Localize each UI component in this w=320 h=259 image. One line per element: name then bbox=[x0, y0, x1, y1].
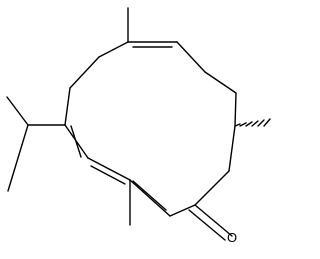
ring-bond-c9-c10 bbox=[87, 157, 131, 181]
stereo-hashed-methyl-bond bbox=[234, 118, 271, 127]
ring-bond-c2-c3 bbox=[176, 41, 206, 73]
isopropyl-bond-upper bbox=[6, 96, 29, 126]
ring-bond-c11-c12 bbox=[64, 87, 71, 126]
ring-bond-c12-c13 bbox=[69, 56, 100, 89]
double-bond-c9-c10-inner bbox=[90, 165, 126, 185]
ring-bond-c8-c9 bbox=[129, 179, 171, 217]
ring-bond-c5-c6 bbox=[228, 125, 236, 172]
ring-bond-c6-c7 bbox=[194, 170, 230, 206]
macrocycle-ring bbox=[64, 41, 237, 217]
molecule-structure-diagram: O bbox=[6, 7, 271, 245]
oxygen-atom-label: O bbox=[227, 230, 237, 245]
substituents bbox=[6, 7, 271, 241]
carbonyl-bond-double bbox=[188, 209, 226, 241]
ring-bond-c13-c14 bbox=[98, 41, 129, 58]
double-bonds bbox=[70, 46, 173, 211]
isopropyl-bond-lower bbox=[7, 124, 29, 192]
double-bond-c10-c11-inner bbox=[70, 125, 82, 158]
double-bond-c8-c9-inner bbox=[132, 180, 167, 211]
carbonyl-bond-single bbox=[194, 204, 233, 237]
ring-bond-c3-c4 bbox=[204, 71, 237, 94]
ring-bond-c4-c5 bbox=[234, 92, 237, 127]
ring-bond-c7-c8 bbox=[169, 204, 196, 217]
